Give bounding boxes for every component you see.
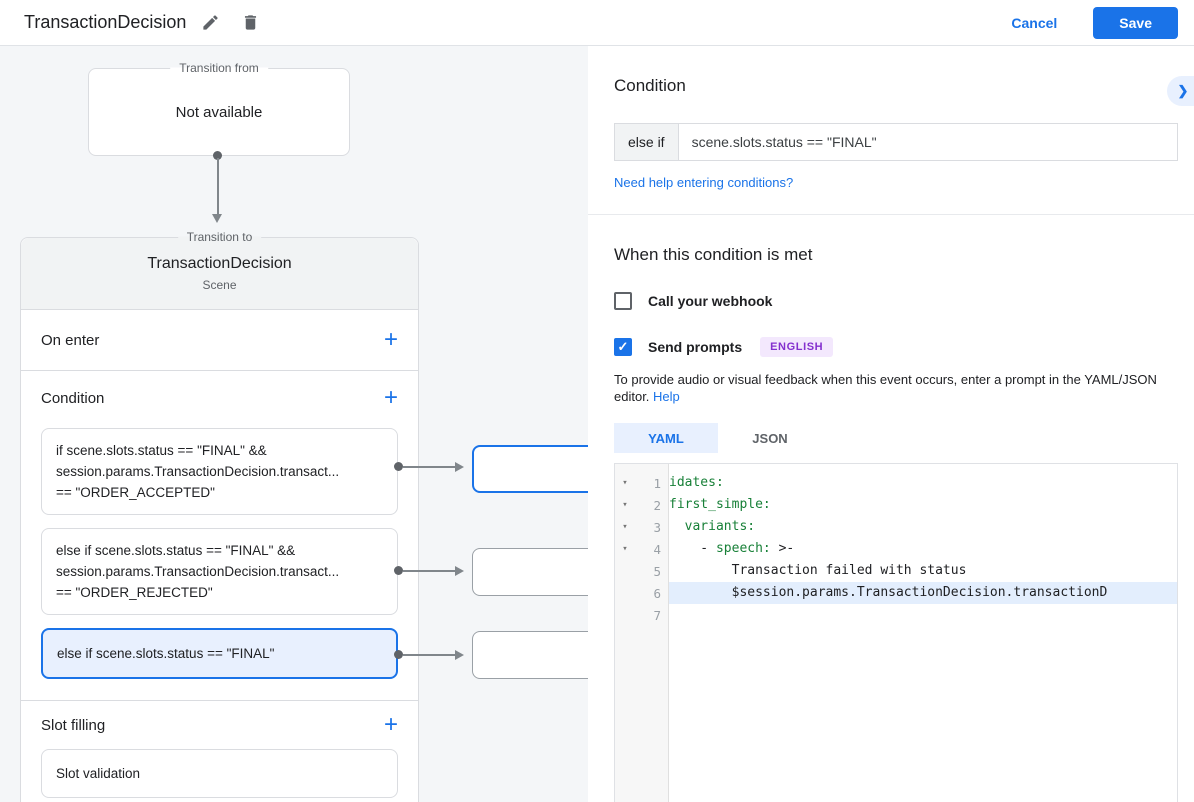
arrow-right-icon bbox=[455, 650, 464, 660]
transition-from-value: Not available bbox=[175, 103, 263, 121]
code-line[interactable]: first_simple: bbox=[669, 497, 771, 512]
editor-gutter: ▾ 1 ▾ 2 ▾ 3 ▾ 4 5 6 7 bbox=[615, 464, 669, 802]
connector-line bbox=[403, 570, 455, 572]
connector-line bbox=[217, 158, 219, 214]
line-number: 2 bbox=[653, 497, 661, 513]
line-number: 7 bbox=[653, 607, 661, 623]
line-number: 4 bbox=[653, 541, 661, 557]
page-title: TransactionDecision bbox=[24, 12, 187, 32]
code-line[interactable]: variants: bbox=[684, 519, 756, 534]
fold-icon[interactable]: ▾ bbox=[622, 478, 628, 488]
line-number: 3 bbox=[653, 519, 661, 535]
transition-to-card: Transition to TransactionDecision Scene … bbox=[20, 230, 419, 802]
delete-button[interactable] bbox=[234, 7, 266, 39]
condition-input-group: else if bbox=[614, 123, 1178, 161]
condition-item-2[interactable]: else if scene.slots.status == "FINAL" &&… bbox=[41, 528, 398, 615]
code-line[interactable]: idates: bbox=[669, 475, 724, 490]
tab-json[interactable]: JSON bbox=[752, 430, 788, 446]
webhook-label: Call your webhook bbox=[648, 293, 773, 309]
condition-label: Condition bbox=[41, 389, 105, 407]
transition-from-label: Transition from bbox=[170, 61, 268, 75]
connector-line bbox=[403, 466, 455, 468]
yaml-editor[interactable]: ▾ 1 ▾ 2 ▾ 3 ▾ 4 5 6 7 idates: first_simple: … bbox=[614, 463, 1178, 802]
help-link[interactable]: Help bbox=[653, 389, 680, 404]
webhook-checkbox[interactable] bbox=[614, 292, 632, 310]
cancel-button[interactable]: Cancel bbox=[1011, 14, 1058, 31]
panel-heading: Condition bbox=[614, 76, 686, 95]
slot-filling-label: Slot filling bbox=[41, 716, 106, 734]
code-line[interactable]: Transaction failed with status bbox=[669, 563, 967, 578]
condition-section: Condition + if scene.slots.status == "FI… bbox=[21, 371, 418, 701]
condition-item-1[interactable]: if scene.slots.status == "FINAL" && sess… bbox=[41, 428, 398, 515]
pencil-icon bbox=[201, 13, 220, 32]
code-line[interactable] bbox=[669, 604, 1177, 626]
connector-line bbox=[403, 654, 455, 656]
scene-subtitle: Scene bbox=[202, 278, 237, 292]
condition-help-link[interactable]: Need help entering conditions? bbox=[614, 175, 794, 190]
editor-tabs: YAML JSON bbox=[614, 423, 1194, 453]
section-divider bbox=[588, 214, 1194, 215]
add-slot-button[interactable]: + bbox=[383, 711, 398, 738]
on-enter-label: On enter bbox=[41, 331, 100, 349]
fold-icon[interactable]: ▾ bbox=[622, 544, 628, 554]
target-node-1[interactable] bbox=[472, 445, 588, 493]
when-condition-heading: When this condition is met bbox=[614, 245, 813, 264]
top-bar: TransactionDecision Cancel Save bbox=[0, 0, 1194, 46]
send-prompts-row: ✓ Send prompts ENGLISH bbox=[614, 337, 1194, 357]
transition-to-label: Transition to bbox=[177, 230, 262, 244]
scene-title: TransactionDecision bbox=[147, 255, 292, 272]
target-node-3[interactable] bbox=[472, 631, 588, 679]
slot-validation-item[interactable]: Slot validation bbox=[41, 749, 398, 798]
add-condition-button[interactable]: + bbox=[383, 384, 398, 411]
check-icon: ✓ bbox=[617, 339, 629, 354]
connector-dot bbox=[394, 566, 403, 575]
scene-header[interactable]: TransactionDecision Scene bbox=[21, 238, 418, 310]
slot-filling-section: Slot filling + Slot validation bbox=[21, 701, 418, 798]
condition-prefix-label: else if bbox=[614, 123, 678, 161]
target-node-2[interactable] bbox=[472, 548, 588, 596]
chevron-right-icon: ❯ bbox=[1177, 83, 1189, 98]
add-on-enter-button[interactable]: + bbox=[383, 326, 398, 353]
tab-yaml[interactable]: YAML bbox=[614, 423, 718, 453]
webhook-row: Call your webhook bbox=[614, 292, 1194, 310]
condition-input[interactable] bbox=[677, 123, 1178, 161]
send-prompts-checkbox[interactable]: ✓ bbox=[614, 338, 632, 356]
editor-code-area[interactable]: idates: first_simple: variants: - speech… bbox=[669, 464, 1177, 802]
fold-icon[interactable]: ▾ bbox=[622, 500, 628, 510]
fold-icon[interactable]: ▾ bbox=[622, 522, 628, 532]
connector-dot bbox=[213, 151, 222, 160]
send-prompts-label: Send prompts bbox=[648, 339, 743, 355]
save-button[interactable]: Save bbox=[1093, 6, 1178, 39]
transition-from-node[interactable]: Transition from Not available bbox=[88, 61, 350, 156]
arrow-right-icon bbox=[455, 462, 464, 472]
connector-dot bbox=[394, 462, 403, 471]
on-enter-section: On enter + bbox=[21, 310, 418, 371]
edit-button[interactable] bbox=[194, 7, 226, 39]
arrow-down-icon bbox=[212, 214, 222, 223]
collapse-panel-button[interactable]: ❯ bbox=[1167, 76, 1194, 106]
connector-dot bbox=[394, 650, 403, 659]
language-badge: ENGLISH bbox=[760, 337, 834, 357]
code-line-highlighted[interactable]: $session.params.TransactionDecision.tran… bbox=[669, 582, 1177, 604]
line-number: 1 bbox=[653, 475, 661, 491]
condition-editor-panel: Condition ❯ else if Need help entering c… bbox=[588, 46, 1194, 802]
arrow-right-icon bbox=[455, 566, 464, 576]
trash-icon bbox=[241, 13, 260, 32]
line-number: 6 bbox=[653, 585, 661, 601]
condition-item-3-selected[interactable]: else if scene.slots.status == "FINAL" bbox=[41, 628, 398, 679]
prompt-description: To provide audio or visual feedback when… bbox=[614, 372, 1157, 404]
line-number: 5 bbox=[653, 563, 661, 579]
code-line[interactable]: - speech: >- bbox=[669, 541, 795, 556]
flow-diagram: Transition from Not available Transition… bbox=[0, 46, 588, 802]
